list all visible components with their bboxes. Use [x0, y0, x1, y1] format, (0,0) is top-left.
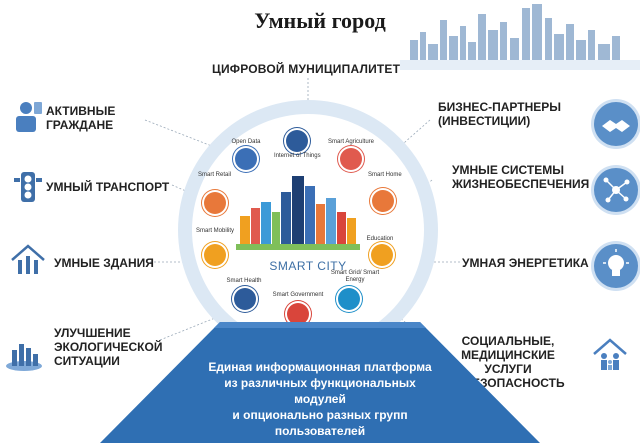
home-icon	[372, 190, 394, 212]
agriculture-icon	[340, 148, 362, 170]
government-icon	[287, 303, 309, 325]
iot-icon	[286, 130, 308, 152]
module-home-label: Smart Home	[368, 172, 402, 178]
module-health-label: Smart Health	[226, 278, 262, 284]
module-government-label: Smart Government	[272, 292, 324, 298]
mobility-icon	[204, 244, 226, 266]
platform-banner	[100, 322, 540, 443]
lightbulb-icon	[594, 244, 638, 288]
handshake-icon	[594, 102, 638, 146]
top-label: ЦИФРОВОЙ МУНИЦИПАЛИТЕТ	[212, 62, 401, 76]
smart-city-label: SMART CITY	[269, 259, 347, 273]
grid-energy-icon	[338, 288, 360, 310]
module-iot-label: Internet of Things	[274, 153, 321, 159]
page-title: Умный город	[254, 8, 386, 33]
module-grid-label: Smart Grid/ Smart Energy	[330, 270, 380, 283]
family-house-icon	[593, 338, 627, 370]
module-agriculture-label: Smart Agriculture	[327, 139, 375, 145]
health-icon	[234, 288, 256, 310]
smart-building-icon	[11, 244, 45, 274]
city-illustration	[236, 176, 360, 250]
left-item-buildings: УМНЫЕ ЗДАНИЯ	[54, 256, 154, 270]
platform-description: Единая информационная платформа из разли…	[208, 360, 432, 438]
retail-icon	[204, 192, 226, 214]
right-item-energy: УМНАЯ ЭНЕРГЕТИКА	[462, 256, 589, 270]
right-item-business: БИЗНЕС-ПАРТНЕРЫ(ИНВЕСТИЦИИ)	[438, 100, 561, 128]
left-item-transport: УМНЫЙ ТРАНСПОРТ	[46, 180, 170, 194]
module-retail-label: Smart Retail	[198, 172, 232, 178]
open-data-icon	[235, 148, 257, 170]
traffic-light-icon	[14, 172, 42, 202]
eco-city-icon	[6, 344, 42, 371]
network-icon	[594, 168, 638, 212]
module-mobility-label: Smart Mobility	[196, 228, 235, 234]
skyline-image	[400, 0, 640, 70]
module-education-label: Education	[366, 236, 394, 242]
education-icon	[371, 244, 393, 266]
module-open-data-label: Open Data	[231, 139, 261, 145]
citizen-icon	[16, 102, 42, 132]
